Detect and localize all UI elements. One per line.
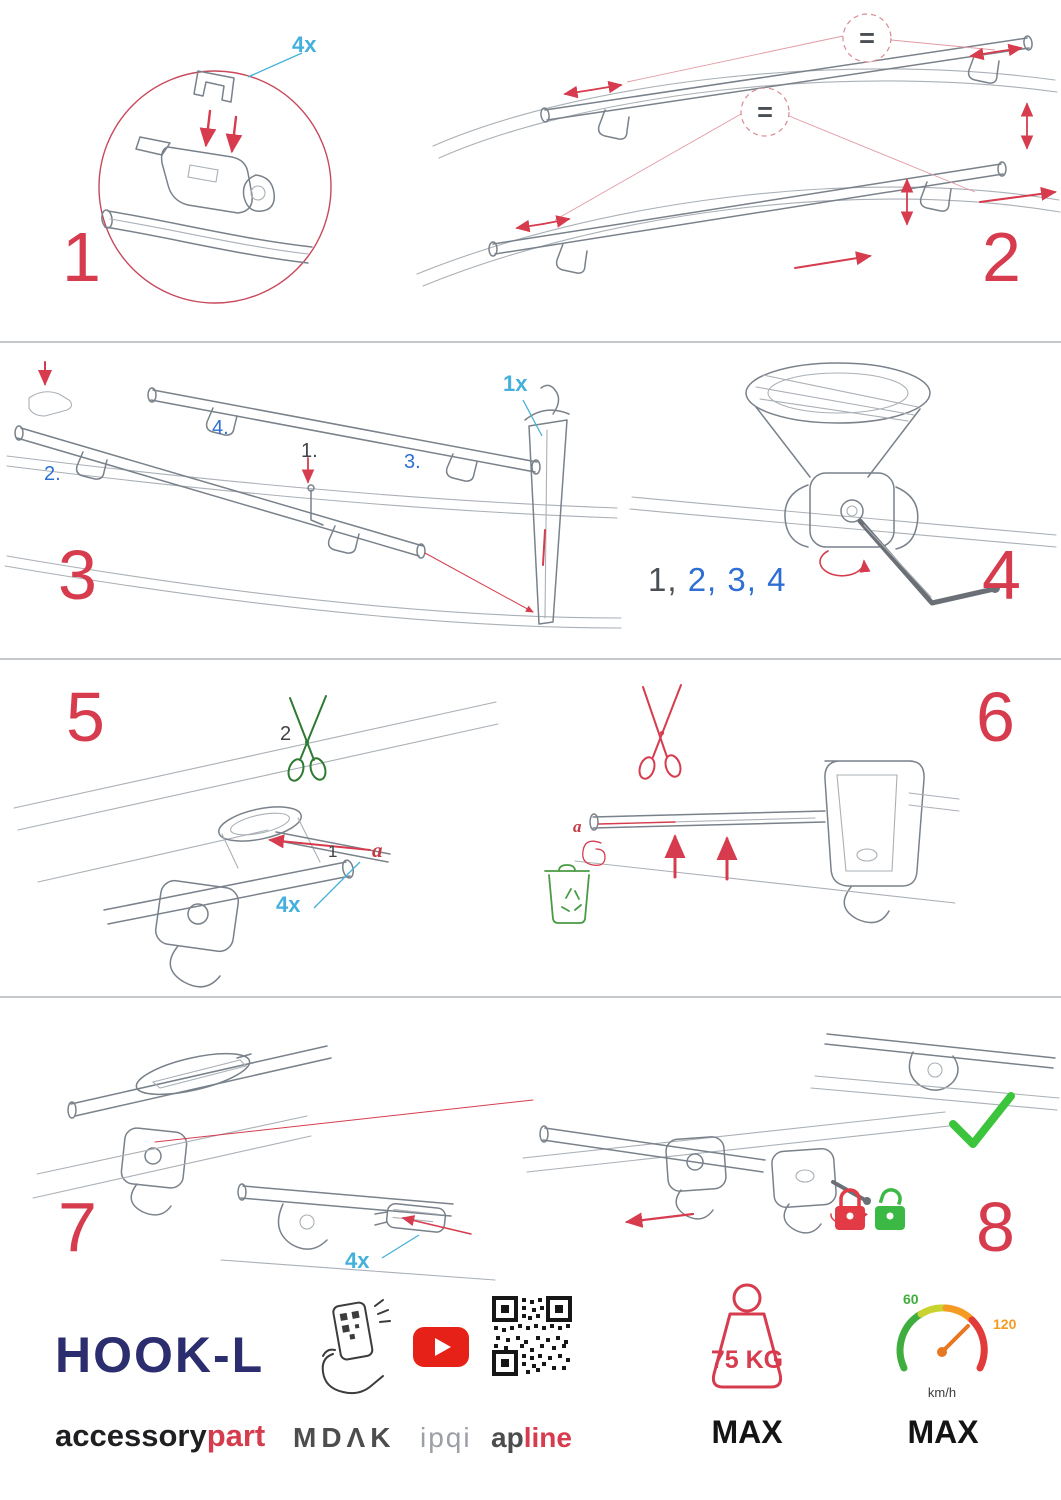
phone-scan-icon xyxy=(321,1299,391,1395)
qr-code-icon xyxy=(492,1296,572,1376)
product-name: HOOK-L xyxy=(55,1327,265,1383)
pointer-line xyxy=(381,1234,420,1259)
speed-max-value-label: 120 xyxy=(993,1316,1017,1332)
sequence-first: 1, xyxy=(648,561,678,598)
step5-illustration xyxy=(13,695,499,988)
strap-label-a: a xyxy=(372,838,383,862)
order-label-2: 2. xyxy=(44,463,61,485)
brand-part: part xyxy=(206,1418,266,1453)
logo-ipqi: ipqi xyxy=(420,1422,472,1453)
checkmark-icon xyxy=(949,1092,1015,1148)
speed-min-label: 60 xyxy=(903,1291,919,1307)
step-number-8: 8 xyxy=(976,1188,1015,1266)
section-divider xyxy=(0,658,1061,660)
step8-illustration xyxy=(522,1033,1060,1234)
weight-value: 75 KG xyxy=(710,1346,784,1374)
step-number-6: 6 xyxy=(976,678,1015,756)
step-number-3: 3 xyxy=(58,536,97,614)
speed-unit-label: km/h xyxy=(927,1385,957,1400)
youtube-icon xyxy=(413,1327,469,1367)
section-divider xyxy=(0,341,1061,343)
quantity-label: 1x xyxy=(503,371,528,396)
pointer-line xyxy=(522,399,543,437)
step-number-5: 5 xyxy=(66,678,105,756)
trash-bin-icon xyxy=(544,864,590,924)
allen-key-icon xyxy=(307,484,324,526)
end-cap-part xyxy=(385,1202,447,1233)
order-label-1: 1. xyxy=(301,440,318,462)
sequence-rest: 2, 3, 4 xyxy=(677,561,787,598)
cut-strap-curl xyxy=(582,840,606,866)
step-number-7: 7 xyxy=(58,1188,97,1266)
tension-tool xyxy=(524,384,570,625)
weight-max-label: MAX xyxy=(711,1414,783,1450)
logo-line: line xyxy=(523,1422,572,1453)
allen-key-icon xyxy=(857,518,1000,606)
logo-mdak: MDΛK xyxy=(293,1422,396,1453)
padlock-closed-icon xyxy=(835,1188,865,1230)
insert-arrow xyxy=(199,109,217,148)
quantity-label: 4x xyxy=(292,32,317,57)
order-label-4: 4. xyxy=(212,417,229,439)
brand-logo: accessorypart xyxy=(55,1420,265,1451)
pointer-line xyxy=(247,52,303,78)
speedometer-icon xyxy=(896,1304,988,1372)
logo-apline: apline xyxy=(491,1424,572,1452)
step2-illustration xyxy=(416,13,1061,287)
logo-ap: ap xyxy=(491,1422,524,1453)
padlock-open-icon xyxy=(875,1188,905,1230)
scissors-icon xyxy=(638,684,682,780)
quantity-label: 4x xyxy=(345,1248,370,1273)
equal-sign: = xyxy=(757,97,773,127)
step-number-1: 1 xyxy=(62,218,101,296)
insert-arrow xyxy=(225,115,243,154)
bracket-part xyxy=(193,70,235,103)
step6-illustration xyxy=(544,684,960,924)
zoom-circle-icon xyxy=(98,70,332,304)
step-number-4: 4 xyxy=(982,536,1021,614)
step7-illustration xyxy=(32,1045,534,1281)
order-label-2: 2 xyxy=(280,723,292,745)
quantity-label: 4x xyxy=(276,892,301,917)
order-label-3: 3. xyxy=(404,451,421,473)
equal-spacing-circle xyxy=(842,13,892,63)
section-divider xyxy=(0,996,1061,998)
step-number-2: 2 xyxy=(982,218,1021,296)
brand-accessory: accessory xyxy=(55,1418,207,1453)
gauge-needle xyxy=(940,1324,970,1354)
sequence-label: 1, 2, 3, 4 xyxy=(648,563,786,596)
step3-illustration xyxy=(4,361,622,629)
step1-illustration xyxy=(98,52,332,304)
strap-label-a: a xyxy=(573,817,582,836)
allen-key-icon xyxy=(831,1180,871,1205)
play-triangle-icon xyxy=(435,1338,451,1356)
weight-limit-icon xyxy=(711,1283,783,1389)
rotate-arrow xyxy=(819,550,871,577)
step4-illustration xyxy=(629,362,1057,606)
pointer-line xyxy=(313,861,361,909)
equal-sign: = xyxy=(859,23,875,53)
speed-max-label: MAX xyxy=(907,1414,979,1450)
order-label-1: 1 xyxy=(328,842,338,861)
scissors-icon xyxy=(287,695,327,782)
equal-spacing-circle xyxy=(740,87,790,137)
